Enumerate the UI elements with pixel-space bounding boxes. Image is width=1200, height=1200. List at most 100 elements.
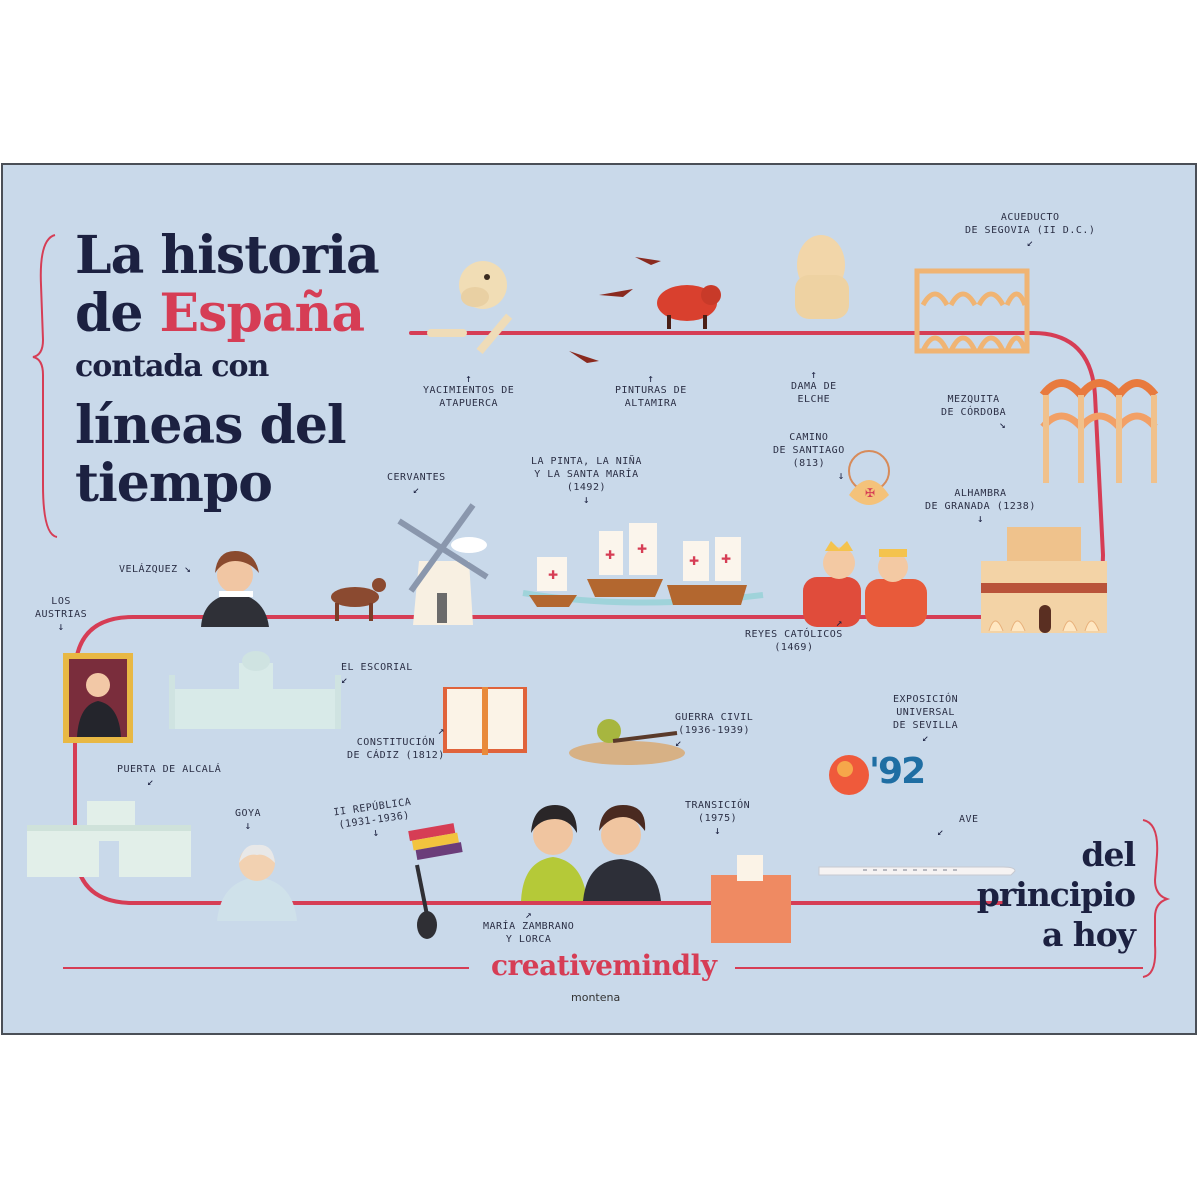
palace-icon bbox=[981, 527, 1107, 633]
arrow-up-icon: ↑ bbox=[810, 368, 818, 381]
windmill-icon bbox=[397, 503, 489, 625]
subtitle-line-1: del bbox=[1081, 835, 1136, 874]
arrow-down-left-icon: ↙ bbox=[341, 673, 349, 686]
label-altamira: ↑ Pinturas de Altamira bbox=[615, 373, 687, 410]
label-line: Elche bbox=[797, 394, 831, 405]
scallop-shell-icon: ✠ bbox=[848, 450, 890, 505]
ballot-box-icon bbox=[711, 855, 791, 943]
label-carabelas: La Pinta, la Niña y la Santa María (1492… bbox=[531, 455, 642, 505]
caravel-ships-icon: ✚ ✚ ✚ ✚ ✚ bbox=[522, 523, 764, 607]
label-line: (813) bbox=[792, 458, 826, 469]
framed-portrait-icon bbox=[63, 653, 133, 743]
label-line: Austrias bbox=[35, 609, 88, 620]
label-line: de Santiago bbox=[773, 445, 845, 456]
label-line: Goya bbox=[235, 808, 262, 819]
arrow-down-left-icon: ↙ bbox=[922, 731, 930, 744]
label-line: Los bbox=[51, 596, 71, 607]
label-alhambra: Alhambra de Granada (1238) ↓ bbox=[925, 487, 1036, 524]
skull-bone-icon bbox=[427, 261, 513, 354]
arrow-down-left-icon: ↙ bbox=[937, 825, 945, 838]
label-line: Alhambra bbox=[954, 488, 1007, 499]
arrow-down-right-icon: ↘ bbox=[999, 418, 1007, 431]
label-line: Velázquez bbox=[119, 564, 178, 575]
label-guerra: Guerra Civil (1936-1939) ↙ bbox=[675, 711, 753, 748]
label-line: Dama de bbox=[791, 381, 837, 392]
label-reyes: ↗ Reyes Católicos (1469) bbox=[745, 617, 843, 654]
arrow-up-icon: ↑ bbox=[465, 372, 473, 385]
title-line-2-prefix: de bbox=[75, 283, 160, 344]
label-line: de Sevilla bbox=[893, 720, 959, 731]
svg-text:✚: ✚ bbox=[721, 552, 731, 566]
portrait-goya-icon bbox=[217, 844, 297, 921]
arrow-down-icon: ↓ bbox=[976, 512, 984, 525]
label-line: Reyes Católicos bbox=[745, 629, 843, 640]
label-expo: Exposición Universal de Sevilla ↙ bbox=[893, 693, 958, 743]
arrow-up-right-icon: ↗ bbox=[437, 724, 445, 737]
expo-ball-icon bbox=[829, 755, 869, 795]
bust-sculpture-icon bbox=[795, 235, 849, 319]
arrow-up-icon: ↑ bbox=[647, 372, 655, 385]
title-line-4: líneas del bbox=[75, 395, 347, 456]
bison-cave-painting-icon bbox=[569, 257, 721, 363]
subtitle: del principio a hoy bbox=[976, 835, 1136, 955]
label-austrias: Los Austrias ↓ bbox=[35, 595, 87, 632]
aqueduct-icon bbox=[914, 268, 1030, 354]
label-line: Exposición bbox=[893, 694, 959, 705]
title-line-1: La historia bbox=[75, 225, 380, 286]
label-line: AVE bbox=[959, 814, 979, 825]
svg-text:✚: ✚ bbox=[605, 548, 615, 562]
subtitle-line-3: a hoy bbox=[1041, 915, 1136, 954]
label-dama-elche: ↑ Dama de Elche bbox=[791, 369, 837, 406]
label-escorial: El Escorial ↙ bbox=[341, 661, 413, 685]
label-atapuerca: ↑ Yacimientos de Atapuerca bbox=[423, 373, 514, 410]
arrow-down-left-icon: ↙ bbox=[412, 483, 420, 496]
label-ave: AVE ↙ bbox=[937, 813, 979, 837]
label-line: (1492) bbox=[566, 482, 606, 493]
label-goya: Goya ↓ bbox=[235, 807, 261, 831]
label-line: Transición bbox=[685, 800, 751, 811]
monastery-icon bbox=[169, 651, 341, 729]
label-line: Puerta de Alcalá bbox=[117, 764, 222, 775]
publisher-logo: montena bbox=[571, 991, 621, 1004]
brand-logo: creativemindly bbox=[491, 949, 717, 982]
arrow-down-left-icon: ↙ bbox=[675, 736, 683, 749]
title-line-5: tiempo bbox=[75, 453, 273, 514]
gate-monument-icon bbox=[27, 801, 191, 877]
high-speed-train-icon bbox=[818, 866, 1016, 876]
label-line: de Córdoba bbox=[941, 407, 1007, 418]
label-line: Altamira bbox=[624, 398, 677, 409]
label-line: María Zambrano bbox=[483, 921, 575, 932]
poster: ✠ ✚ bbox=[1, 163, 1197, 1035]
title-highlight: España bbox=[159, 283, 365, 344]
arrow-down-icon: ↓ bbox=[582, 493, 590, 506]
svg-text:✚: ✚ bbox=[637, 542, 647, 556]
subtitle-line-2: principio bbox=[976, 875, 1136, 914]
arrow-down-icon: ↓ bbox=[714, 824, 722, 837]
label-line: de Cádiz (1812) bbox=[347, 750, 445, 761]
label-line: Pinturas de bbox=[615, 385, 687, 396]
arrow-down-left-icon: ↙ bbox=[1026, 236, 1034, 249]
label-line: Atapuerca bbox=[439, 398, 498, 409]
label-line: Yacimientos de bbox=[423, 385, 515, 396]
svg-text:✠: ✠ bbox=[865, 486, 875, 500]
svg-text:✚: ✚ bbox=[689, 554, 699, 568]
label-line: (1469) bbox=[774, 642, 814, 653]
label-alcala: Puerta de Alcalá ↙ bbox=[117, 763, 221, 787]
svg-text:✚: ✚ bbox=[548, 568, 558, 582]
label-transicion: Transición (1975) ↓ bbox=[685, 799, 750, 836]
label-velazquez: Velázquez ↘ bbox=[119, 563, 191, 576]
label-cervantes: Cervantes ↙ bbox=[387, 471, 446, 495]
label-acueducto: Acueducto de Segovia (II d.C.) ↙ bbox=[965, 211, 1095, 248]
label-line: Constitución bbox=[356, 737, 436, 748]
label-line: y Lorca bbox=[505, 934, 552, 945]
arrow-up-right-icon: ↗ bbox=[525, 908, 533, 921]
label-line: El Escorial bbox=[341, 662, 413, 673]
title-line-3: contada con bbox=[75, 349, 269, 384]
republic-flag-icon bbox=[408, 823, 463, 939]
monarchs-icon bbox=[803, 541, 927, 627]
label-line: La Pinta, la Niña bbox=[531, 456, 642, 467]
horse-rider-icon bbox=[331, 578, 386, 621]
label-line: Acueducto bbox=[1000, 212, 1060, 223]
label-line: (1936-1939) bbox=[678, 725, 750, 736]
arrow-down-right-icon: ↘ bbox=[184, 562, 192, 575]
